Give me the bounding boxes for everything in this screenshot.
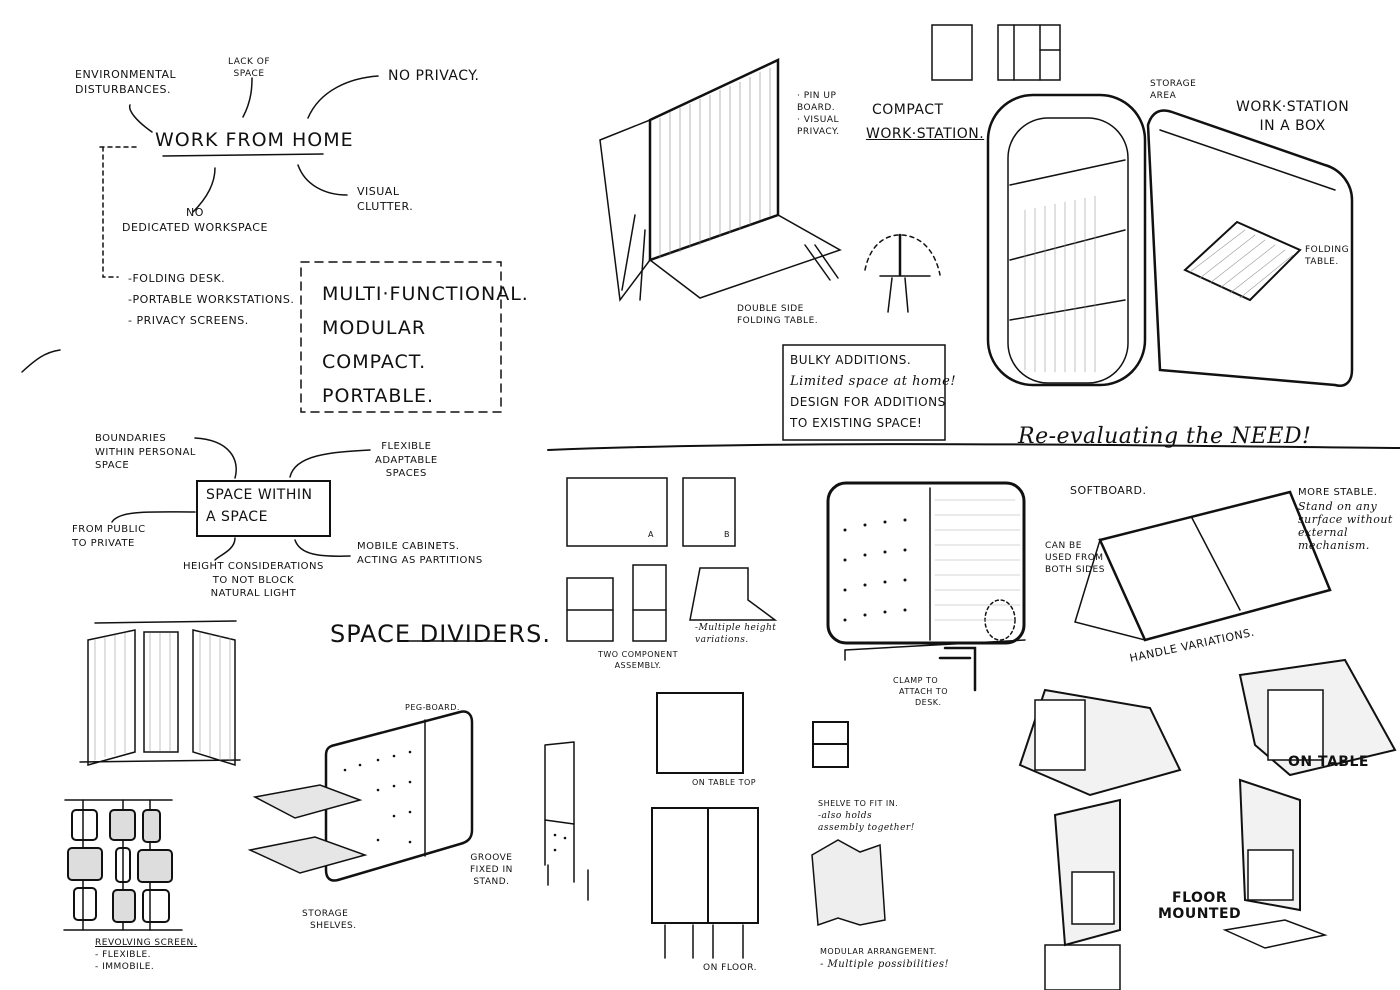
bulky-note-box	[782, 344, 946, 441]
double-side-folding-table-sketch	[599, 58, 941, 313]
on-table-label: ON TABLE	[1288, 754, 1369, 770]
revolving-screen-sketch	[63, 799, 183, 931]
screen-hatch	[94, 631, 231, 763]
reevaluating-heading: Re-evaluating the NEED!	[1018, 424, 1312, 449]
cabinet-thumbnails	[931, 24, 1061, 81]
workstation-in-a-box-sketch	[986, 93, 1354, 387]
panel-legs	[664, 839, 886, 959]
folding-screen-sketch	[79, 620, 241, 767]
work-from-home-title: WORK FROM HOME	[155, 129, 354, 151]
section-divider	[547, 443, 1400, 451]
component-panels	[566, 477, 778, 642]
box-hatch	[1024, 195, 1294, 373]
pegboard-label: PEG-BOARD.	[405, 703, 460, 712]
pinboard-hatch	[659, 67, 771, 259]
mindmap-connectors	[99, 75, 379, 278]
space-dividers-heading: SPACE DIVIDERS.	[330, 620, 551, 648]
revolving-screen-note: REVOLVING SCREEN.- FLEXIBLE.- IMMOBILE.	[95, 938, 198, 973]
handle-variation-sketches	[1018, 658, 1397, 990]
slotted-panels	[651, 692, 849, 924]
pegboard-sketch	[247, 710, 589, 901]
mobile-cabinets-note: MOBILE CABINETS.ACTING AS PARTITIONS	[357, 541, 483, 566]
on-floor-label: ON FLOOR.	[703, 963, 758, 973]
no-privacy: NO PRIVACY.	[388, 68, 480, 84]
bulky-additions-note: BULKY ADDITIONS.Limited space at home!DE…	[790, 353, 957, 430]
softboard-hatch	[934, 499, 1021, 621]
softboard-dots	[843, 518, 907, 622]
stray-stroke	[21, 349, 61, 373]
softboard-label: SOFTBOARD.	[1070, 484, 1147, 497]
label-b: B	[724, 530, 730, 539]
requirements-box-border	[300, 261, 502, 413]
label-a: A	[648, 530, 654, 539]
pegboard-dots	[343, 750, 567, 852]
solutions-list: -FOLDING DESK.-PORTABLE WORKSTATIONS.- P…	[128, 272, 295, 327]
modular-arrangement-label: MODULAR ARRANGEMENT.- Multiple possibili…	[820, 947, 950, 970]
space-mindmap-connectors	[111, 437, 371, 561]
on-table-top-label: ON TABLE TOP	[692, 778, 757, 787]
softboard-sketch	[826, 481, 1332, 692]
